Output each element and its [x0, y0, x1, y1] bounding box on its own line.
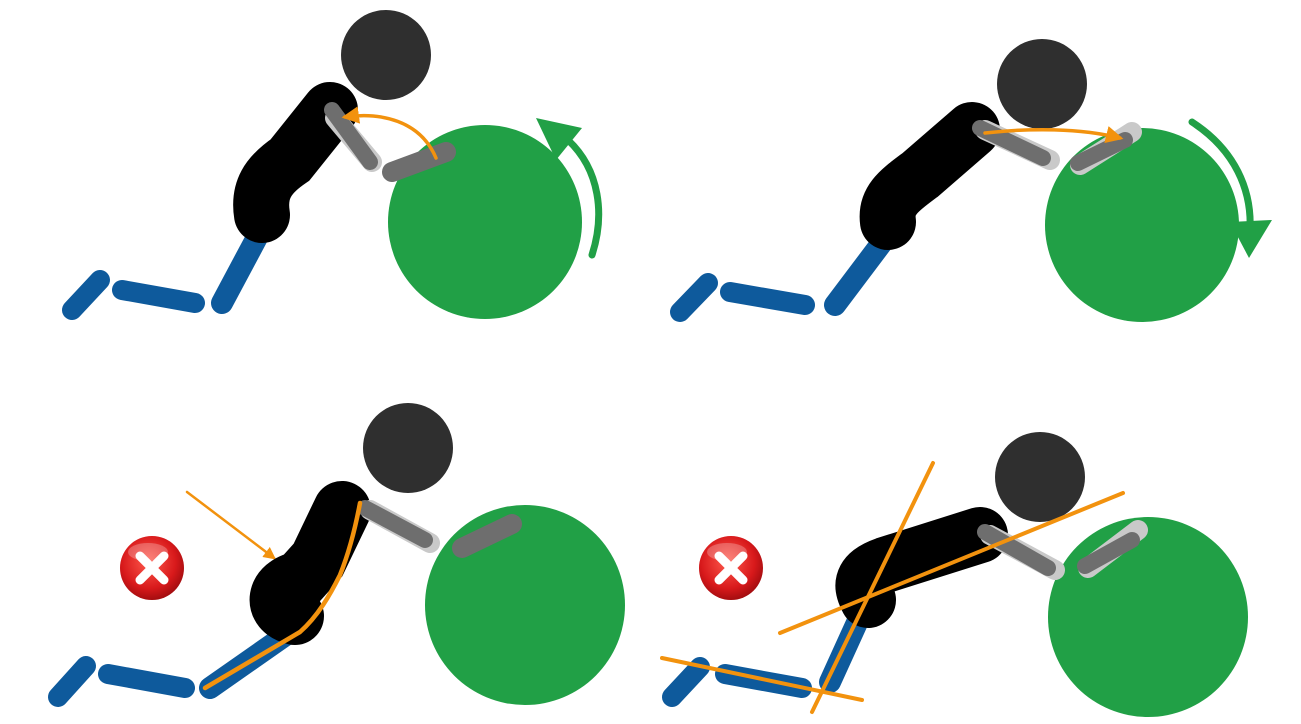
pointer-arrow-icon — [187, 492, 274, 558]
torso — [888, 130, 972, 222]
shin-left — [58, 666, 86, 697]
torso — [261, 110, 330, 215]
shin-left — [680, 283, 708, 312]
posture-guide-line — [812, 463, 933, 712]
shin-left — [672, 667, 700, 697]
exercise-ball — [1048, 517, 1248, 717]
exercise-ball — [425, 505, 625, 705]
head — [363, 403, 453, 493]
head — [341, 10, 431, 100]
panel-bottom-right — [662, 432, 1248, 717]
panel-top-right — [680, 39, 1272, 322]
thigh-left — [122, 290, 195, 303]
thigh-left — [730, 292, 805, 305]
head — [995, 432, 1085, 522]
thigh-left — [108, 674, 185, 688]
panel-top-left — [72, 10, 599, 319]
torso — [279, 510, 342, 616]
head — [997, 39, 1087, 129]
panel-bottom-left — [58, 403, 625, 705]
x-mark-icon — [699, 536, 763, 600]
shin-left — [72, 280, 100, 310]
x-mark-icon — [120, 536, 184, 600]
